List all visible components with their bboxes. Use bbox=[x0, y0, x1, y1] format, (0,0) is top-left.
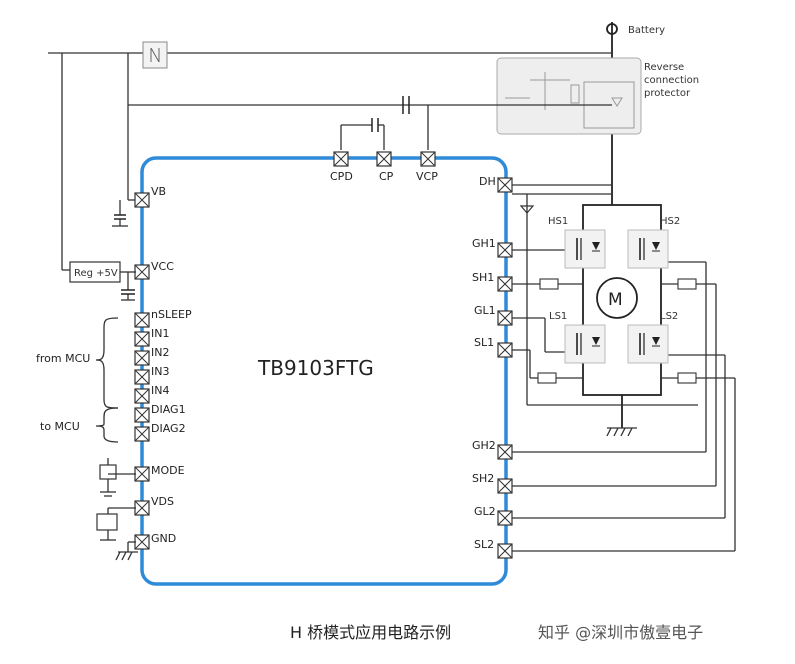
pin-label-nsleep: nSLEEP bbox=[151, 308, 192, 321]
pin-gl2 bbox=[497, 510, 513, 526]
pin-in3 bbox=[134, 369, 150, 385]
fuse-icon bbox=[142, 41, 168, 69]
pin-label-vcp: VCP bbox=[416, 170, 438, 183]
pin-gh1 bbox=[497, 242, 513, 258]
mosfet-ls2-icon bbox=[627, 324, 669, 364]
pin-label-in1: IN1 bbox=[151, 327, 169, 340]
mosfet-label-hs1: HS1 bbox=[548, 216, 568, 227]
figure-caption: H 桥模式应用电路示例 bbox=[290, 623, 452, 642]
pin-label-in3: IN3 bbox=[151, 365, 169, 378]
battery-label: Battery bbox=[628, 25, 665, 36]
h-bridge-wiring bbox=[512, 184, 736, 552]
pin-label-diag2: DIAG2 bbox=[151, 422, 186, 435]
pin-diag2 bbox=[134, 426, 150, 442]
pin-label-mode: MODE bbox=[151, 464, 185, 477]
to-mcu-label: to MCU bbox=[40, 420, 80, 433]
pin-label-gl2: GL2 bbox=[474, 505, 496, 518]
reverse-protector-line-2: connection bbox=[644, 75, 699, 86]
reverse-protector-line-1: Reverse bbox=[644, 62, 684, 73]
mosfet-label-ls1: LS1 bbox=[549, 311, 567, 322]
pin-in4 bbox=[134, 388, 150, 404]
motor-label: M bbox=[608, 290, 623, 310]
mosfet-label-hs2: HS2 bbox=[660, 216, 680, 227]
pin-label-sl2: SL2 bbox=[474, 538, 494, 551]
pin-label-cp: CP bbox=[379, 170, 394, 183]
mosfet-label-ls2: LS2 bbox=[660, 311, 678, 322]
pin-vcc bbox=[134, 264, 150, 280]
charge-pump-capacitor-icon bbox=[340, 118, 385, 150]
top-pins bbox=[333, 151, 436, 167]
left-external-components bbox=[69, 214, 138, 561]
pin-label-gh1: GH1 bbox=[472, 237, 496, 250]
reverse-protector-block bbox=[496, 57, 642, 135]
watermark: 知乎 @深圳市傲壹电子 bbox=[538, 623, 704, 642]
from-mcu-label: from MCU bbox=[36, 352, 90, 365]
pin-label-vds: VDS bbox=[151, 495, 174, 508]
pin-gl1 bbox=[497, 310, 513, 326]
pin-mode bbox=[134, 466, 150, 482]
pin-sh1 bbox=[497, 276, 513, 292]
left-pin-boxes bbox=[134, 192, 150, 550]
pin-label-vcc: VCC bbox=[151, 260, 174, 273]
reverse-protector-line-3: protector bbox=[644, 88, 691, 99]
pin-diag1 bbox=[134, 407, 150, 423]
right-pin-boxes bbox=[497, 177, 513, 559]
pin-label-sh2: SH2 bbox=[472, 472, 494, 485]
pin-label-gl1: GL1 bbox=[474, 304, 496, 317]
left-rails bbox=[61, 53, 612, 271]
pin-sh2 bbox=[497, 478, 513, 494]
pin-gnd bbox=[134, 534, 150, 550]
chip-name: TB9103FTG bbox=[257, 356, 374, 380]
pin-label-vb: VB bbox=[151, 185, 166, 198]
motor-icon bbox=[596, 277, 638, 319]
pin-sl2 bbox=[497, 543, 513, 559]
regulator-label: Reg +5V bbox=[74, 268, 118, 279]
pin-gh2 bbox=[497, 444, 513, 460]
pin-label-diag1: DIAG1 bbox=[151, 403, 186, 416]
pin-label-cpd: CPD bbox=[330, 170, 353, 183]
pin-vb bbox=[134, 192, 150, 208]
pin-dh bbox=[497, 177, 513, 193]
capacitor-icon bbox=[402, 96, 429, 150]
battery-rail bbox=[48, 22, 618, 205]
pin-in2 bbox=[134, 350, 150, 366]
pin-label-gh2: GH2 bbox=[472, 439, 496, 452]
pin-label-in4: IN4 bbox=[151, 384, 169, 397]
mosfet-ls1-icon bbox=[564, 324, 606, 364]
pin-in1 bbox=[134, 331, 150, 347]
pin-label-dh: DH bbox=[479, 175, 496, 188]
mosfet-hs2-icon bbox=[627, 229, 669, 269]
pin-nsleep bbox=[134, 312, 150, 328]
pin-label-gnd: GND bbox=[151, 532, 176, 545]
mosfet-hs1-icon bbox=[564, 229, 606, 269]
pin-label-in2: IN2 bbox=[151, 346, 169, 359]
pin-sl1 bbox=[497, 342, 513, 358]
pin-label-sl1: SL1 bbox=[474, 336, 494, 349]
pin-vds bbox=[134, 500, 150, 516]
pin-label-sh1: SH1 bbox=[472, 271, 494, 284]
